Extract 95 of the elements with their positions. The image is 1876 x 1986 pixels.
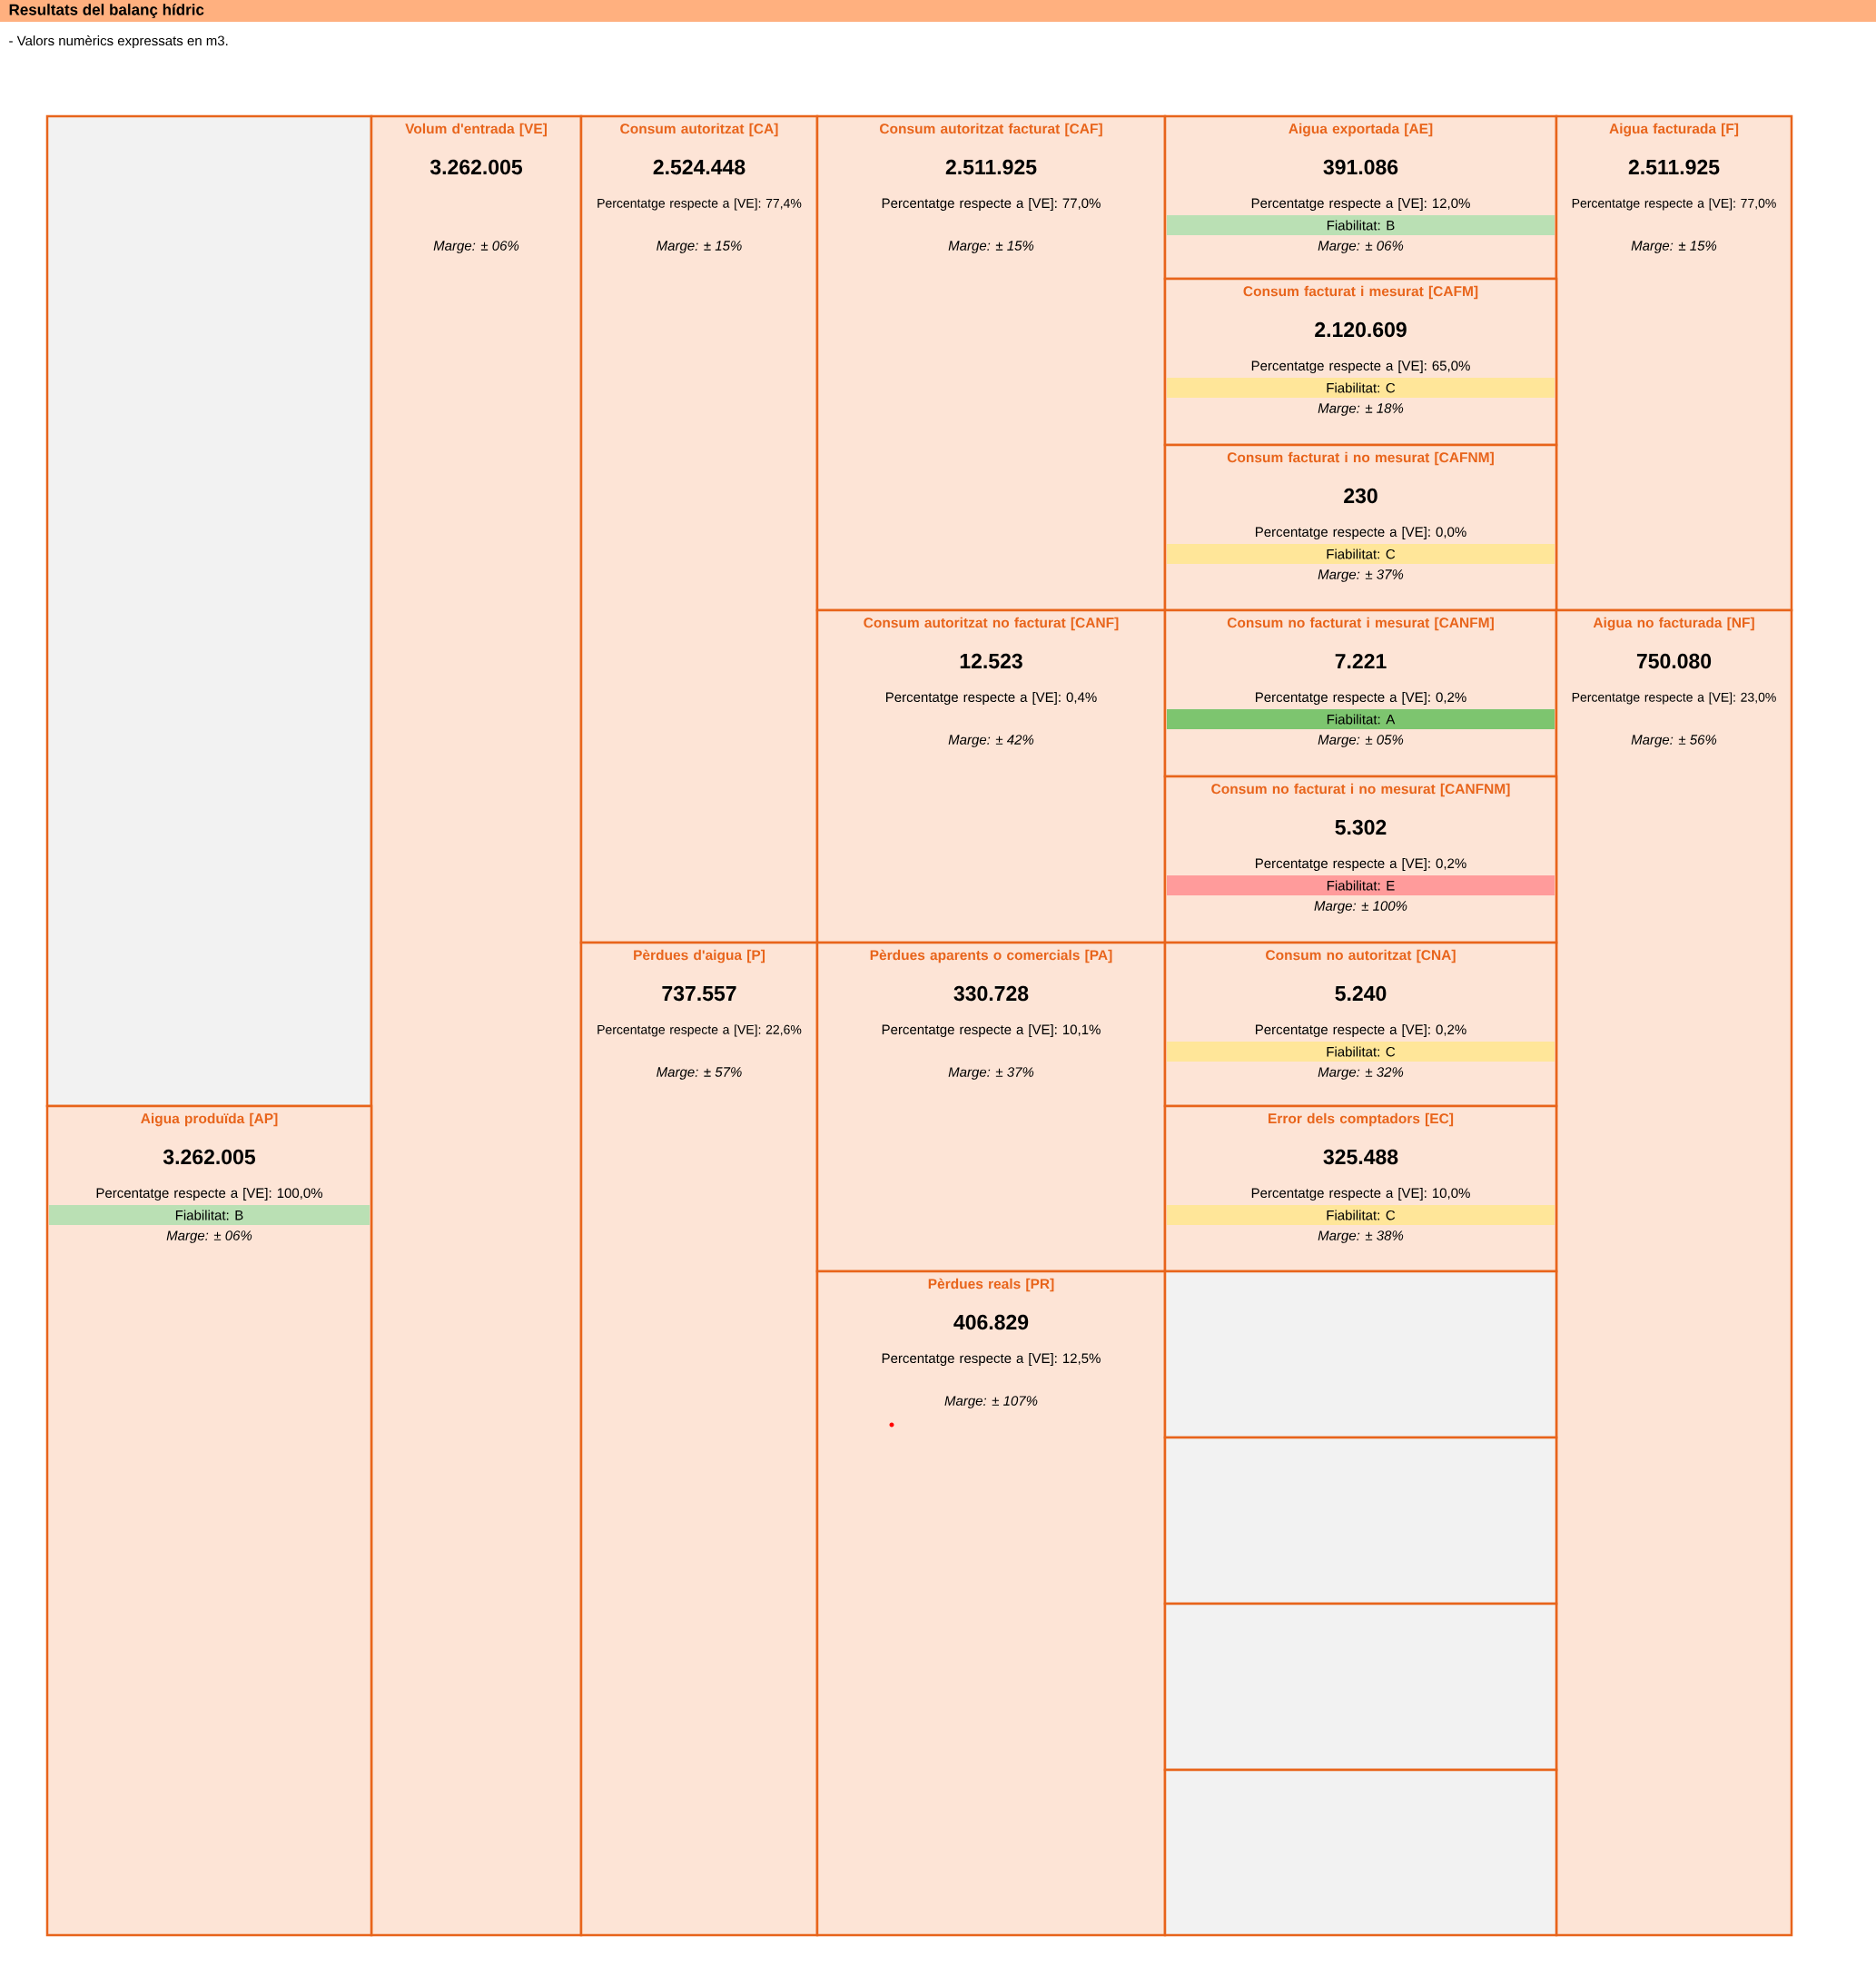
cell-title: Pèrdues aparents o comercials [PA] [870, 949, 1112, 963]
margin-text: Marge: ± 06% [166, 1230, 252, 1243]
table-cell [815, 608, 1167, 944]
percentage-text: Percentatge respecte a [VE]: 0,2% [1256, 1024, 1466, 1037]
margin-text: Marge: ± 15% [1631, 241, 1717, 253]
margin-text: Marge: ± 05% [1318, 735, 1404, 747]
reliability-band: Fiabilitat: C [1167, 1042, 1555, 1062]
cell-title: Error dels comptadors [EC] [1269, 1112, 1454, 1127]
cell-title: Volum d'entrada [VE] [405, 123, 547, 137]
value-text: 5.240 [1335, 985, 1387, 1002]
percentage-text: Percentatge respecte a [VE]: 10,0% [1251, 1188, 1470, 1200]
percentage-text: Percentatge respecte a [VE]: 65,0% [1251, 361, 1470, 373]
value-text: 3.262.005 [430, 159, 522, 175]
cell-title: Pèrdues d'aigua [P] [634, 949, 765, 963]
margin-text: Marge: ± 15% [657, 241, 742, 253]
table-cell [1163, 443, 1558, 612]
value-text: 2.120.609 [1315, 321, 1407, 338]
reliability-band: Fiabilitat: C [1167, 378, 1555, 398]
margin-text: Marge: ± 57% [657, 1067, 742, 1080]
value-text: 330.728 [953, 985, 1029, 1002]
table-cell [1163, 608, 1558, 778]
cell-title: Aigua facturada [F] [1609, 123, 1739, 137]
reliability-band: Fiabilitat: E [1167, 875, 1555, 895]
reliability-band: Fiabilitat: B [1167, 215, 1555, 235]
percentage-text: Percentatge respecte a [VE]: 10,1% [882, 1024, 1101, 1037]
value-text: 2.511.925 [945, 159, 1037, 175]
header-bar: Resultats del balanç hídric [0, 0, 1876, 22]
empty-cell [1163, 1602, 1558, 1772]
margin-text: Marge: ± 42% [948, 735, 1034, 747]
percentage-text: Percentatge respecte a [VE]: 77,0% [1572, 198, 1776, 211]
margin-text: Marge: ± 107% [944, 1396, 1038, 1408]
table-cell [1163, 1104, 1558, 1273]
value-text: 12.523 [960, 653, 1022, 669]
value-text: 737.557 [662, 985, 736, 1002]
margin-text: Marge: ± 38% [1318, 1230, 1404, 1243]
margin-text: Marge: ± 100% [1314, 901, 1407, 914]
percentage-text: Percentatge respecte a [VE]: 0,2% [1256, 858, 1466, 871]
margin-text: Marge: ± 32% [1318, 1067, 1404, 1080]
cell-title: Aigua exportada [AE] [1289, 123, 1433, 137]
percentage-text: Percentatge respecte a [VE]: 77,4% [597, 198, 802, 211]
percentage-text: Percentatge respecte a [VE]: 0,0% [1256, 527, 1466, 539]
margin-text: Marge: ± 37% [1318, 569, 1404, 582]
note-text: - Valors numèrics expressats en m3. [9, 35, 228, 49]
reliability-band: Fiabilitat: C [1167, 1205, 1555, 1225]
table-cell [370, 114, 583, 1937]
cell-title: Consum autoritzat facturat [CAF] [880, 123, 1102, 137]
percentage-text: Percentatge respecte a [VE]: 100,0% [96, 1188, 322, 1200]
cell-title: Consum no autoritzat [CNA] [1266, 949, 1456, 963]
percentage-text: Percentatge respecte a [VE]: 23,0% [1572, 692, 1776, 705]
percentage-text: Percentatge respecte a [VE]: 12,0% [1251, 198, 1470, 211]
table-cell [1163, 941, 1558, 1108]
reliability-band: Fiabilitat: A [1167, 709, 1555, 729]
empty-cell [1163, 1436, 1558, 1606]
value-text: 406.829 [953, 1314, 1029, 1330]
margin-text: Marge: ± 06% [1318, 241, 1404, 253]
percentage-text: Percentatge respecte a [VE]: 22,6% [597, 1024, 802, 1037]
empty-cell [1163, 1768, 1558, 1937]
reliability-band: Fiabilitat: C [1167, 544, 1555, 564]
cell-title: Pèrdues reals [PR] [928, 1278, 1054, 1292]
table-cell [1163, 114, 1558, 281]
percentage-text: Percentatge respecte a [VE]: 77,0% [882, 198, 1101, 211]
percentage-text: Percentatge respecte a [VE]: 0,2% [1256, 692, 1466, 705]
value-text: 750.080 [1636, 653, 1712, 669]
cell-title: Consum no facturat i no mesurat [CANFNM] [1211, 783, 1510, 797]
table-cell [579, 114, 819, 944]
margin-text: Marge: ± 37% [948, 1067, 1034, 1080]
percentage-text: Percentatge respecte a [VE]: 0,4% [886, 692, 1097, 705]
reliability-band: Fiabilitat: B [49, 1205, 370, 1225]
margin-text: Marge: ± 06% [433, 241, 519, 253]
table-cell [1163, 277, 1558, 447]
cell-title: Aigua produïda [AP] [141, 1112, 278, 1127]
value-text: 230 [1344, 488, 1377, 504]
value-text: 3.262.005 [163, 1149, 255, 1165]
cell-title: Consum autoritzat no facturat [CANF] [864, 617, 1119, 631]
table-cell [815, 941, 1167, 1273]
table-cell [1555, 114, 1793, 612]
value-text: 2.511.925 [1628, 159, 1720, 175]
value-text: 325.488 [1323, 1149, 1398, 1165]
empty-cell [1163, 1270, 1558, 1439]
value-text: 2.524.448 [653, 159, 745, 175]
cell-title: Consum facturat i mesurat [CAFM] [1243, 285, 1478, 300]
percentage-text: Percentatge respecte a [VE]: 12,5% [882, 1353, 1101, 1366]
cell-title: Aigua no facturada [NF] [1593, 617, 1754, 631]
table-cell [45, 1104, 373, 1937]
cell-title: Consum facturat i no mesurat [CAFNM] [1227, 451, 1494, 466]
table-cell [1163, 775, 1558, 944]
cell-title: Consum no facturat i mesurat [CANFM] [1227, 617, 1494, 631]
margin-text: Marge: ± 56% [1631, 735, 1717, 747]
table-cell [815, 114, 1167, 612]
value-text: 7.221 [1335, 654, 1387, 669]
margin-text: Marge: ± 15% [948, 241, 1034, 253]
margin-text: Marge: ± 18% [1318, 403, 1404, 416]
value-text: 5.302 [1335, 819, 1387, 835]
cell-title: Consum autoritzat [CA] [620, 123, 778, 137]
value-text: 391.086 [1323, 159, 1398, 175]
